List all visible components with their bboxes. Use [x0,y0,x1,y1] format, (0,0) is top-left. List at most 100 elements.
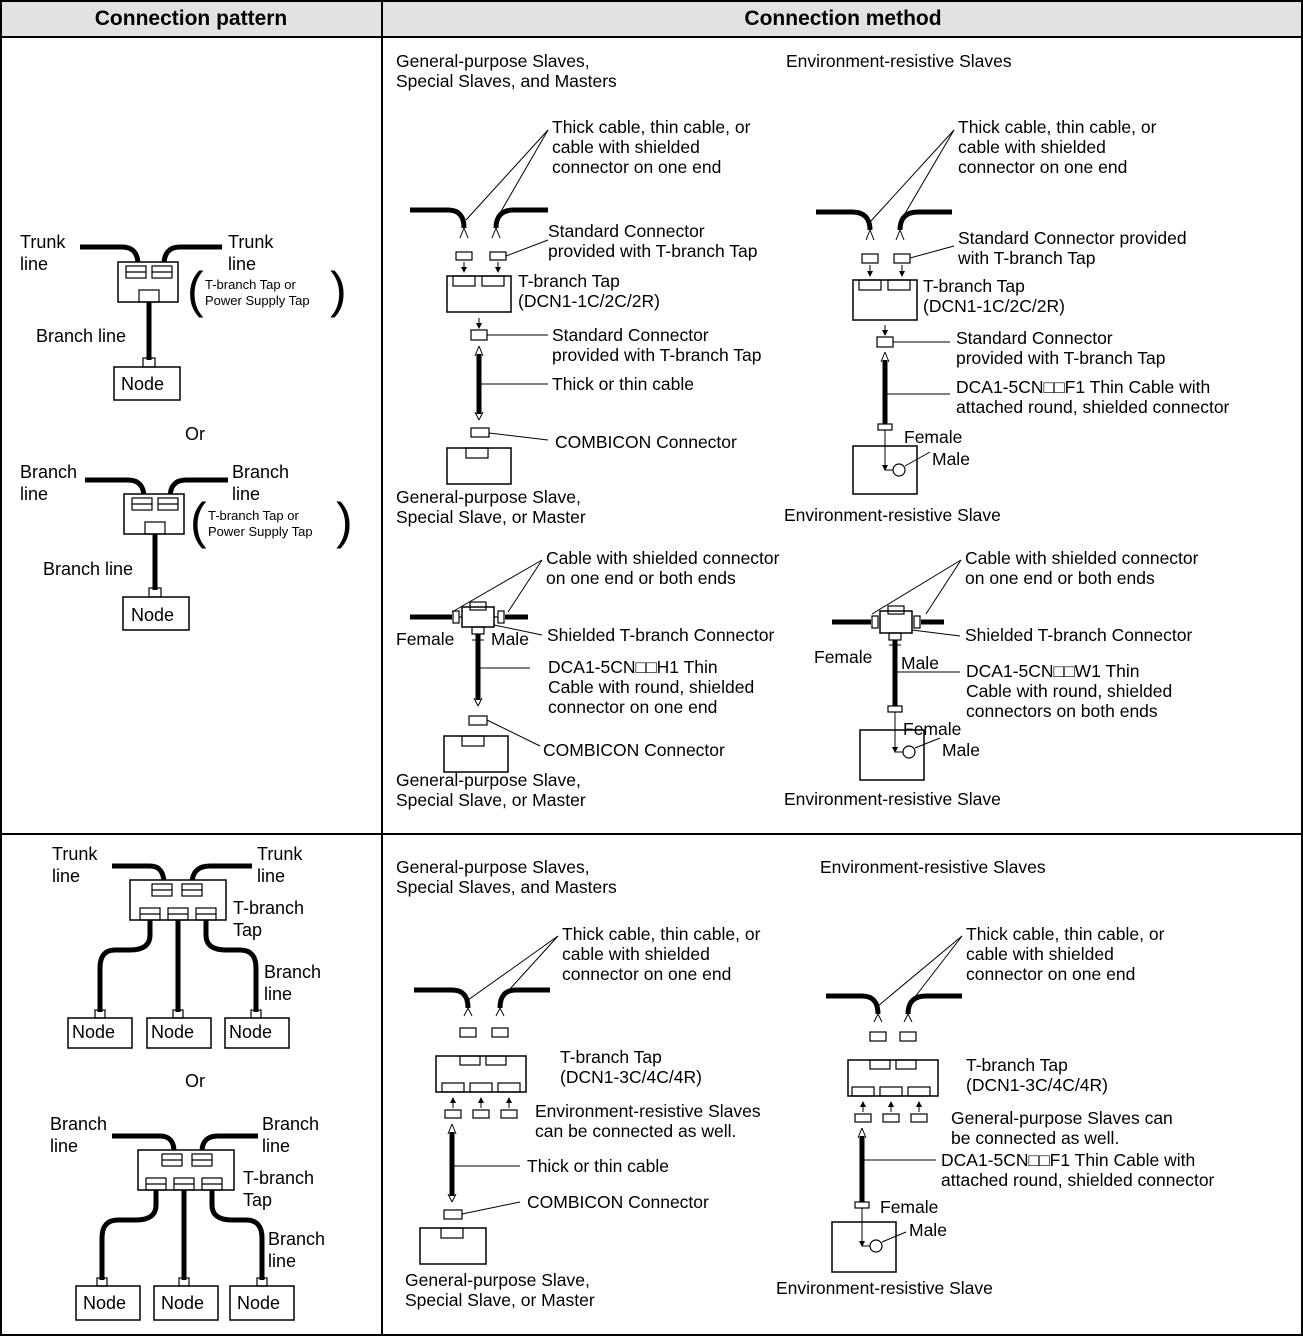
label-thin-cable: Cable with round, shielded [548,677,754,697]
label-branch-line: line [50,1136,78,1156]
label-branch-line: Branch [232,462,289,482]
node-box: Node [72,1022,115,1042]
node-box: Node [161,1293,204,1313]
label-trunk-line: Trunk [52,844,98,864]
label-device: General-purpose Slave, [396,487,581,507]
label-cable: Cable with shielded connector [546,548,780,568]
row1-q2: Thick cable, thin cable, or cable with s… [784,117,1230,525]
label-female: Female [880,1197,938,1217]
node-box: Node [121,374,164,394]
label-cable: on one end or both ends [965,568,1155,588]
label-cable: Cable with shielded connector [965,548,1199,568]
label-cable: Thick cable, thin cable, or [966,924,1165,944]
label-branch-line: line [232,484,260,504]
label-branch-line: Branch [268,1229,325,1249]
label-shielded-t-branch: Shielded T-branch Connector [965,625,1192,645]
label-female: Female [904,427,962,447]
label-or: Or [185,424,205,444]
label-combicon-connector: COMBICON Connector [543,740,725,760]
label-male: Male [901,653,939,673]
label-device: Environment-resistive Slave [784,505,1001,525]
row1-pattern-bottom: Branch line Branch line ( T-branch Tap o… [20,462,353,631]
label-t-branch-tap: Tap [243,1190,272,1210]
label-tap-note: T-branch Tap or [205,277,296,292]
label-cable: cable with shielded [552,137,700,157]
label-trunk-line: line [52,866,80,886]
label-t-branch-tap: T-branch Tap [923,276,1025,296]
bracket-close: ) [336,493,353,549]
heading-environment-resistive: Environment-resistive Slaves [786,51,1012,71]
bracket-open: ( [187,262,204,318]
label-thin-cable: DCA1-5CN□□H1 Thin [548,657,718,677]
label-combicon-connector: COMBICON Connector [555,432,737,452]
label-female: Female [814,647,872,667]
label-standard-connector: with T-branch Tap [957,248,1096,268]
label-branch-line: line [20,484,48,504]
header-connection-pattern: Connection pattern [0,0,382,37]
label-tap-note: Power Supply Tap [208,524,313,539]
node-box: Node [229,1022,272,1042]
label-cable: connector on one end [562,964,731,984]
label-standard-connector: Standard Connector [548,221,705,241]
label-note: can be connected as well. [535,1121,736,1141]
label-t-branch-tap: T-branch [243,1168,314,1188]
label-or: Or [185,1071,205,1091]
label-standard-connector: Standard Connector provided [958,228,1187,248]
label-cable: cable with shielded [958,137,1106,157]
label-branch-line: Branch line [36,326,126,346]
label-tap-note: T-branch Tap or [208,508,299,523]
heading-general-purpose: Special Slaves, and Masters [396,71,617,91]
label-device: Special Slave, or Master [405,1290,595,1310]
label-note: Environment-resistive Slaves [535,1101,761,1121]
label-t-branch-tap: Tap [233,920,262,940]
label-device: General-purpose Slave, [396,770,581,790]
label-device: Special Slave, or Master [396,507,586,527]
label-standard-connector: Standard Connector [552,325,709,345]
heading-environment-resistive: Environment-resistive Slaves [820,857,1046,877]
node-box: Node [131,605,174,625]
row1-method: General-purpose Slaves, Special Slaves, … [396,51,1230,810]
label-combicon-connector: COMBICON Connector [527,1192,709,1212]
row1-pattern: Trunk line Trunk line ( T-branch Tap or … [20,232,353,631]
label-branch-line: Branch [262,1114,319,1134]
label-branch-line: line [268,1251,296,1271]
row2-pattern-bottom: Branch line Branch line T-branch Tap Bra… [50,1114,325,1321]
row2-left: Thick cable, thin cable, or cable with s… [405,924,761,1310]
label-device: General-purpose Slave, [405,1270,590,1290]
label-thin-cable: connector on one end [548,697,717,717]
label-cable: cable with shielded [966,944,1114,964]
heading-general-purpose: General-purpose Slaves, [396,51,590,71]
row2-pattern: Trunk line Trunk line T-branch Tap Branc… [50,844,325,1321]
label-cable: cable with shielded [562,944,710,964]
label-thin-cable: attached round, shielded connector [956,397,1230,417]
label-branch-line: Branch line [43,559,133,579]
row1-q1: Thick cable, thin cable, or cable with s… [396,117,761,527]
label-male: Male [932,449,970,469]
label-trunk-line: Trunk [257,844,303,864]
bracket-open: ( [190,493,207,549]
label-t-branch-tap: (DCN1-1C/2C/2R) [518,291,660,311]
label-cable: on one end or both ends [546,568,736,588]
label-thin-cable: attached round, shielded connector [941,1170,1215,1190]
label-cable: Thick cable, thin cable, or [562,924,761,944]
label-thick-thin-cable: Thick or thin cable [552,374,694,394]
label-device: Special Slave, or Master [396,790,586,810]
label-t-branch-tap: T-branch Tap [518,271,620,291]
label-shielded-t-branch: Shielded T-branch Connector [547,625,774,645]
label-note: General-purpose Slaves can [951,1108,1173,1128]
label-note: be connected as well. [951,1128,1119,1148]
label-standard-connector: provided with T-branch Tap [552,345,761,365]
label-male: Male [909,1220,947,1240]
row2-method: General-purpose Slaves, Special Slaves, … [396,857,1215,1310]
node-box: Node [237,1293,280,1313]
row2-pattern-top: Trunk line Trunk line T-branch Tap Branc… [52,844,321,1049]
heading-general-purpose: General-purpose Slaves, [396,857,590,877]
label-trunk-line: Trunk [228,232,274,252]
label-trunk-line: line [228,254,256,274]
label-branch-line: Branch [20,462,77,482]
label-branch-line: Branch [50,1114,107,1134]
label-thin-cable: DCA1-5CN□□F1 Thin Cable with [941,1150,1195,1170]
label-branch-line: line [264,984,292,1004]
header-connection-method: Connection method [383,0,1303,37]
